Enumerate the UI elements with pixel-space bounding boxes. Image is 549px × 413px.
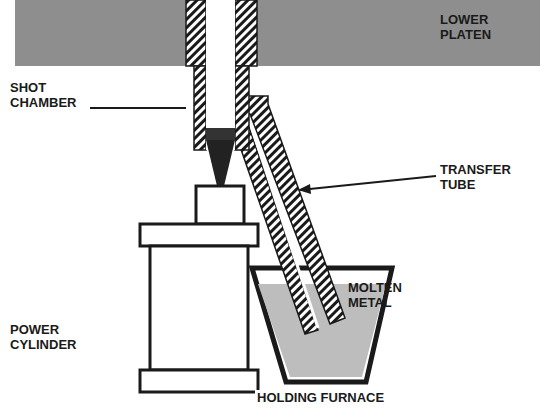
tube-bore [247, 114, 318, 328]
leader-arrowhead [298, 184, 311, 194]
chamber-wall [235, 66, 249, 150]
furnace-name: HOLDING FURNACE [255, 390, 386, 405]
plunger-head [206, 128, 235, 140]
furnace-region: MOLTEN METAL HOLDING FURNACE [250, 266, 410, 406]
piston-rod [196, 186, 244, 224]
leader-line [90, 107, 186, 109]
platen-region: LOWER PLATEN [420, 4, 540, 62]
metal-name: MOLTEN METAL [348, 280, 402, 310]
cylinder-body [150, 246, 248, 370]
platen-plate [15, 0, 540, 66]
leader-line [300, 176, 436, 190]
cylinder-cap [140, 224, 258, 246]
chamber-wall [186, 0, 206, 66]
callout-label: TRANSFER TUBE [440, 162, 511, 192]
chamber-wall [235, 0, 257, 66]
chamber-bore [206, 0, 235, 150]
callout-label: SHOT CHAMBER [10, 80, 76, 110]
chamber-wall [194, 66, 206, 150]
cylinder-base [140, 370, 258, 392]
callout-label: POWER CYLINDER [10, 322, 76, 352]
platen-name: LOWER PLATEN [440, 12, 491, 42]
plunger-tip [206, 140, 235, 186]
